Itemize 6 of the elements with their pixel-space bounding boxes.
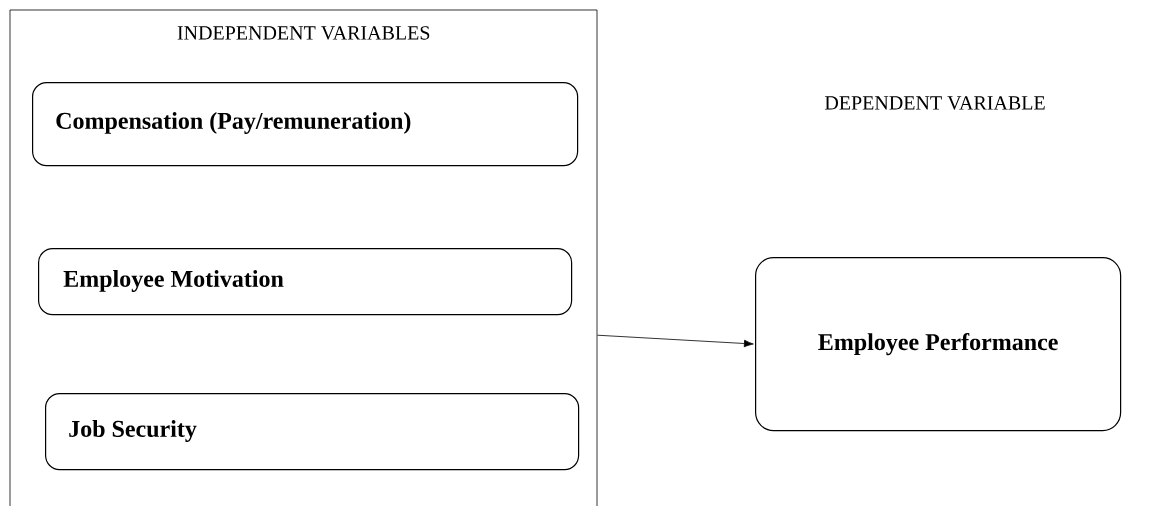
variable-box: Job Security xyxy=(45,393,580,471)
arrow xyxy=(597,334,754,348)
variable-box: Employee Motivation xyxy=(38,248,573,316)
variable-box: Employee Performance xyxy=(755,257,1122,432)
heading: DEPENDENT VARIABLE xyxy=(824,96,1045,110)
variable-box: Compensation (Pay/remuneration) xyxy=(32,82,579,167)
